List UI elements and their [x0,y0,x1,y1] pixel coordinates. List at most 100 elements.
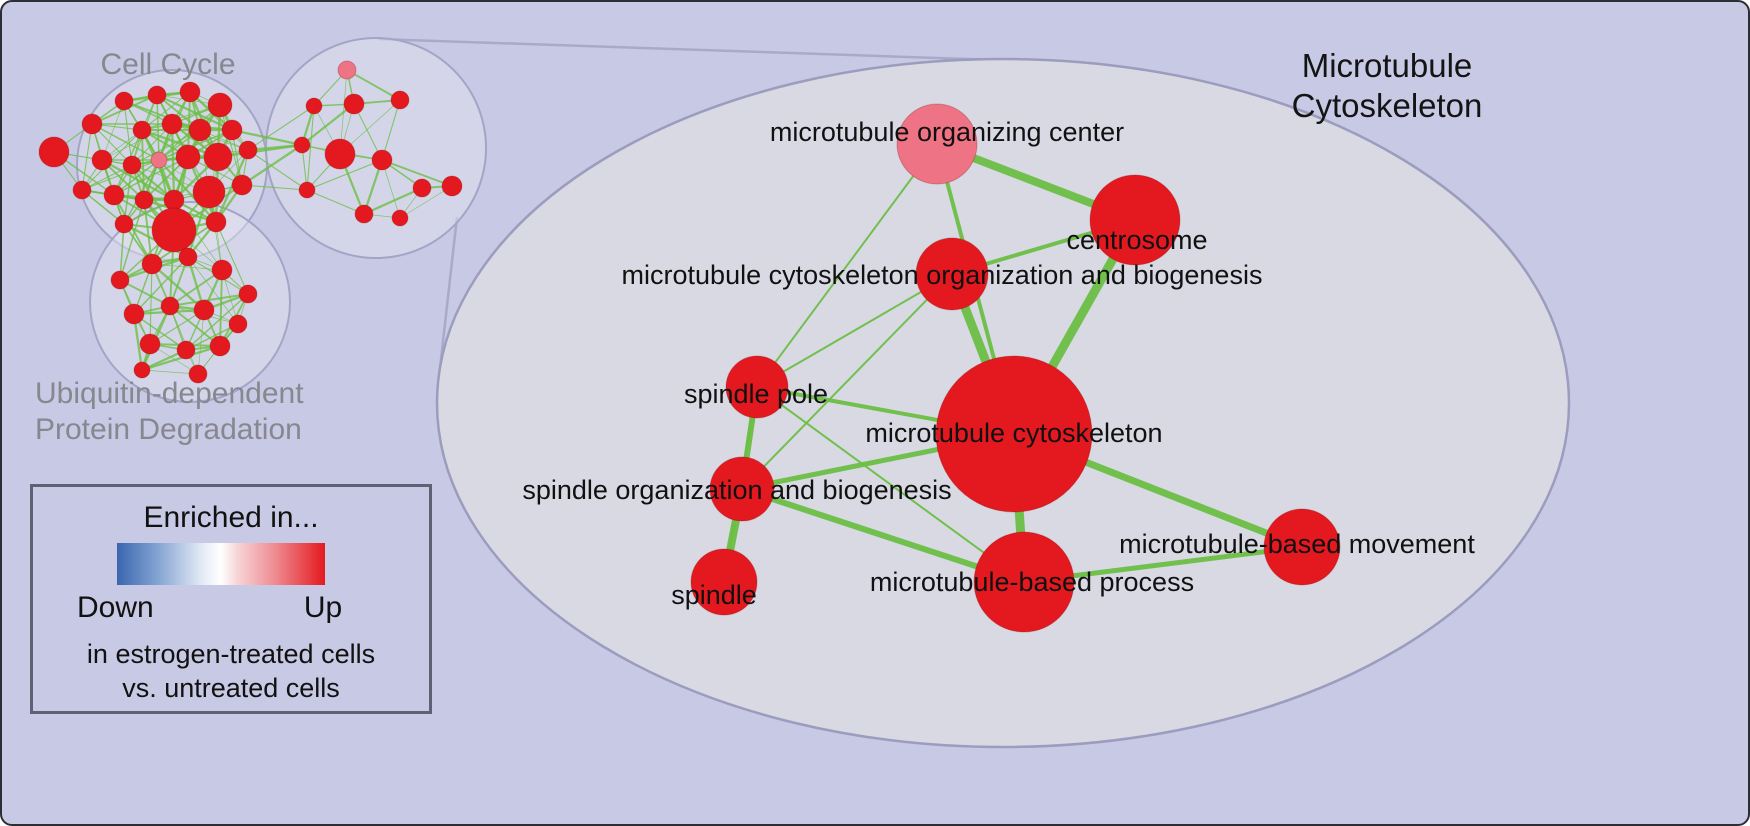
overview-node [390,90,410,110]
overview-node [122,155,142,175]
zoom-node-label-mbp: microtubule-based process [870,567,1194,597]
cluster-label-ubiquitin: Ubiquitin-dependent Protein Degradation [35,376,375,448]
zoom-node-label-so: spindle organization and biogenesis [522,475,951,505]
overview-node [91,149,113,171]
overview-edge [81,123,93,191]
overview-edge [81,164,133,191]
zoom-cluster-title-line1: Microtubule [1301,47,1473,84]
overview-node [178,247,198,267]
zoom-edge-mcob-so [741,273,953,490]
overview-node [221,119,243,141]
overview-node [205,211,227,233]
overview-node [114,91,134,111]
overview-edge [399,185,453,219]
overview-node [305,97,323,115]
zoom-edge-spindle_pole-mbp [756,386,1025,583]
overview-node [412,178,432,198]
overview-node [139,333,161,355]
overview-edge [169,269,223,307]
zoom-node-mbm [1263,508,1341,586]
overview-node [293,136,311,154]
overview-node [134,190,154,210]
overview-edge [214,149,250,223]
overview-edge [101,123,173,161]
overview-edge [141,104,221,131]
overview-node [238,284,258,304]
overview-node [132,120,152,140]
overview-edge [149,263,153,345]
overview-node [231,174,253,196]
overview-node [176,340,196,360]
overview-edge [81,159,160,191]
overview-node [391,209,409,227]
overview-node [298,181,316,199]
overview-edge [149,309,205,345]
overview-edge [306,189,365,215]
overview-edge [158,129,233,161]
overview-edge [306,105,315,191]
overview-edge [381,159,453,187]
cluster-label-ubiquitin-line1: Ubiquitin-dependent [35,377,304,410]
overview-node [441,175,463,197]
overview-edge [151,263,223,271]
zoom-node-spindle_pole [725,355,789,419]
overview-node [72,180,92,200]
zoom-cluster-title-line2: Cytoskeleton [1291,87,1483,124]
zoom-node-label-mcob: microtubule cytoskeleton organization an… [622,260,1263,290]
overview-edge [247,149,308,191]
overview-node [324,138,356,170]
zoom-node-label-centrosome: centrosome [1066,225,1207,255]
overview-edge [301,103,355,146]
overview-edge [169,293,249,307]
overview-node [188,364,208,384]
overview-node [175,144,201,170]
zoom-node-label-mc: microtubule cytoskeleton [865,418,1162,448]
overview-edge [170,123,176,201]
zoom-node-moc [896,103,978,185]
overview-node [179,81,201,103]
overview-edge [169,305,221,347]
zoom-node-label-spindle: spindle [671,580,757,610]
zoom-node-mc [935,355,1093,513]
zoom-node-so [709,456,775,522]
overview-edge [185,293,249,351]
overview-node [209,335,231,357]
overview-edge [241,184,308,191]
cluster-label-ubiquitin-line2: Protein Degradation [35,413,302,446]
overview-node [354,204,374,224]
cluster-label-cell-cycle: Cell Cycle [100,48,236,81]
zoom-cluster-title: Microtubule Cytoskeleton [1232,46,1542,126]
overview-edge [169,305,199,375]
overview-node [110,270,130,290]
overview-node [150,151,168,169]
overview-edge [133,256,189,315]
overview-node [151,207,197,253]
zoom-cone-line [377,37,998,62]
overview-node [228,314,248,334]
overview-node [103,184,125,206]
zoom-node-centrosome [1089,174,1181,266]
overview-nodes [38,60,463,384]
overview-node [337,60,357,80]
legend-title: Enriched in... [143,501,319,534]
overview-edge [241,144,303,186]
legend-up-label: Up [303,591,343,624]
overview-node [371,149,393,171]
zoom-edge-moc-spindle_pole [756,143,938,388]
overview-node [238,140,258,160]
overview-edge [141,369,199,375]
overview-edge [247,143,303,152]
overview-edge [381,159,401,219]
overview-edge [141,344,221,372]
zoom-node-mcob [915,237,989,311]
overview-node [203,142,233,172]
zoom-nodes [690,103,1341,633]
overview-edge [353,103,383,161]
overview-node [114,214,134,234]
overview-node [160,296,180,316]
overview-edge [101,100,125,161]
overview-node [188,118,212,142]
zoom-edge-mcob-spindle_pole [756,273,953,388]
